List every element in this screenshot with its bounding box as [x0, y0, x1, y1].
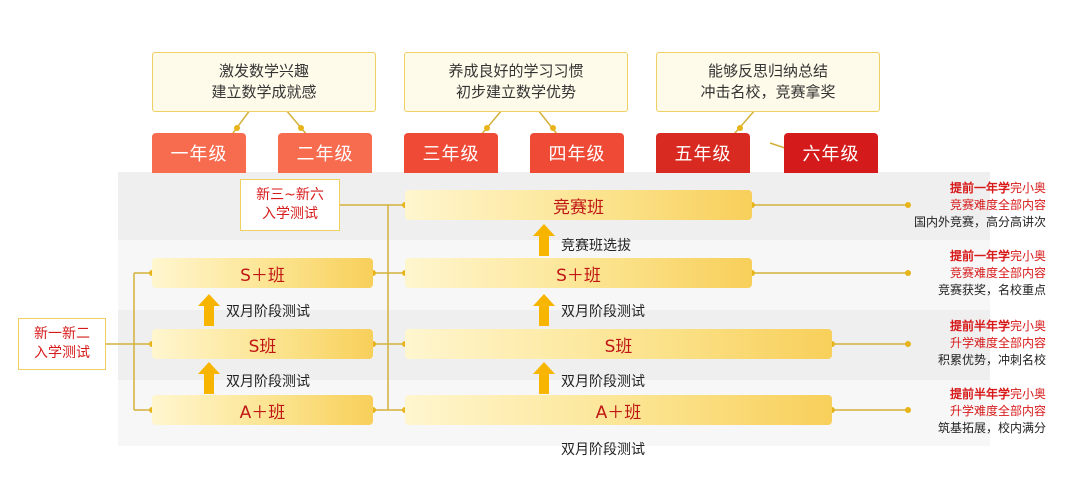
step-label: 双月阶段测试	[226, 374, 310, 390]
goal-box-grade-5-6: 能够反思归纳总结 冲击名校，竞赛拿奖	[656, 52, 880, 112]
note-text: 竞赛难度全部内容	[949, 198, 1046, 212]
goal-line: 能够反思归纳总结	[707, 62, 828, 80]
up-arrow-icon	[198, 362, 220, 394]
note-outcome: 竞赛获奖，名校重点	[937, 283, 1046, 297]
grade-tab-4: 四年级	[530, 133, 624, 173]
step-label: 双月阶段测试	[561, 374, 645, 390]
note-aplus: 提前半年学完小奥 升学难度全部内容 筑基拓展，校内满分	[938, 386, 1046, 437]
grade-tab-3: 三年级	[404, 133, 498, 173]
goal-line: 激发数学兴趣	[218, 62, 309, 80]
note-highlight: 提前一年学	[949, 181, 1010, 195]
goal-box-grade-1-2: 激发数学兴趣 建立数学成就感	[152, 52, 376, 112]
class-bar-competition: 竞赛班	[405, 190, 752, 220]
entry-line: 入学测试	[262, 206, 318, 222]
note-outcome: 积累优势，冲刺名校	[937, 353, 1046, 367]
up-arrow-icon	[533, 362, 555, 394]
entry-line: 新一新二	[34, 326, 90, 342]
up-arrow-icon	[533, 224, 555, 256]
up-arrow-icon	[198, 294, 220, 326]
note-text: 升学难度全部内容	[949, 336, 1046, 350]
step-label: 双月阶段测试	[561, 442, 645, 458]
note-text: 完小奥	[1009, 181, 1046, 195]
note-text: 竞赛难度全部内容	[949, 266, 1046, 280]
note-highlight: 提前半年学	[949, 319, 1010, 333]
step-label: 竞赛班选拔	[561, 238, 631, 254]
note-highlight: 提前一年学	[949, 249, 1010, 263]
class-bar-right-aplus: A＋班	[405, 395, 832, 425]
entry-line: 入学测试	[34, 345, 90, 361]
goal-line: 冲击名校，竞赛拿奖	[700, 83, 836, 101]
step-label: 双月阶段测试	[226, 304, 310, 320]
class-bar-left-aplus: A＋班	[152, 395, 373, 425]
note-text: 完小奥	[1009, 249, 1046, 263]
entry-test-grade-3-6: 新三~新六 入学测试	[240, 179, 340, 231]
goal-box-grade-3-4: 养成良好的学习习惯 初步建立数学优势	[404, 52, 628, 112]
note-s: 提前半年学完小奥 升学难度全部内容 积累优势，冲刺名校	[938, 318, 1046, 369]
class-bar-left-s: S班	[152, 329, 373, 359]
class-bar-right-s: S班	[405, 329, 832, 359]
note-outcome: 国内外竞赛，高分高讲次	[913, 215, 1046, 229]
class-bar-left-splus: S＋班	[152, 258, 373, 288]
grade-tab-2: 二年级	[278, 133, 372, 173]
grade-tab-6: 六年级	[784, 133, 878, 173]
note-splus: 提前一年学完小奥 竞赛难度全部内容 竞赛获奖，名校重点	[938, 248, 1046, 299]
step-label: 双月阶段测试	[561, 304, 645, 320]
goal-line: 初步建立数学优势	[455, 83, 576, 101]
entry-test-grade-1-2: 新一新二 入学测试	[18, 318, 106, 370]
note-text: 完小奥	[1009, 319, 1046, 333]
note-text: 升学难度全部内容	[949, 404, 1046, 418]
goal-line: 养成良好的学习习惯	[448, 62, 584, 80]
note-outcome: 筑基拓展，校内满分	[937, 421, 1046, 435]
grade-tab-5: 五年级	[656, 133, 750, 173]
up-arrow-icon	[533, 294, 555, 326]
grade-tab-1: 一年级	[152, 133, 246, 173]
class-bar-right-splus: S＋班	[405, 258, 752, 288]
note-text: 完小奥	[1009, 387, 1046, 401]
note-competition: 提前一年学完小奥 竞赛难度全部内容 国内外竞赛，高分高讲次	[914, 180, 1046, 231]
entry-line: 新三~新六	[256, 187, 324, 203]
goal-line: 建立数学成就感	[211, 83, 317, 101]
note-highlight: 提前半年学	[949, 387, 1010, 401]
